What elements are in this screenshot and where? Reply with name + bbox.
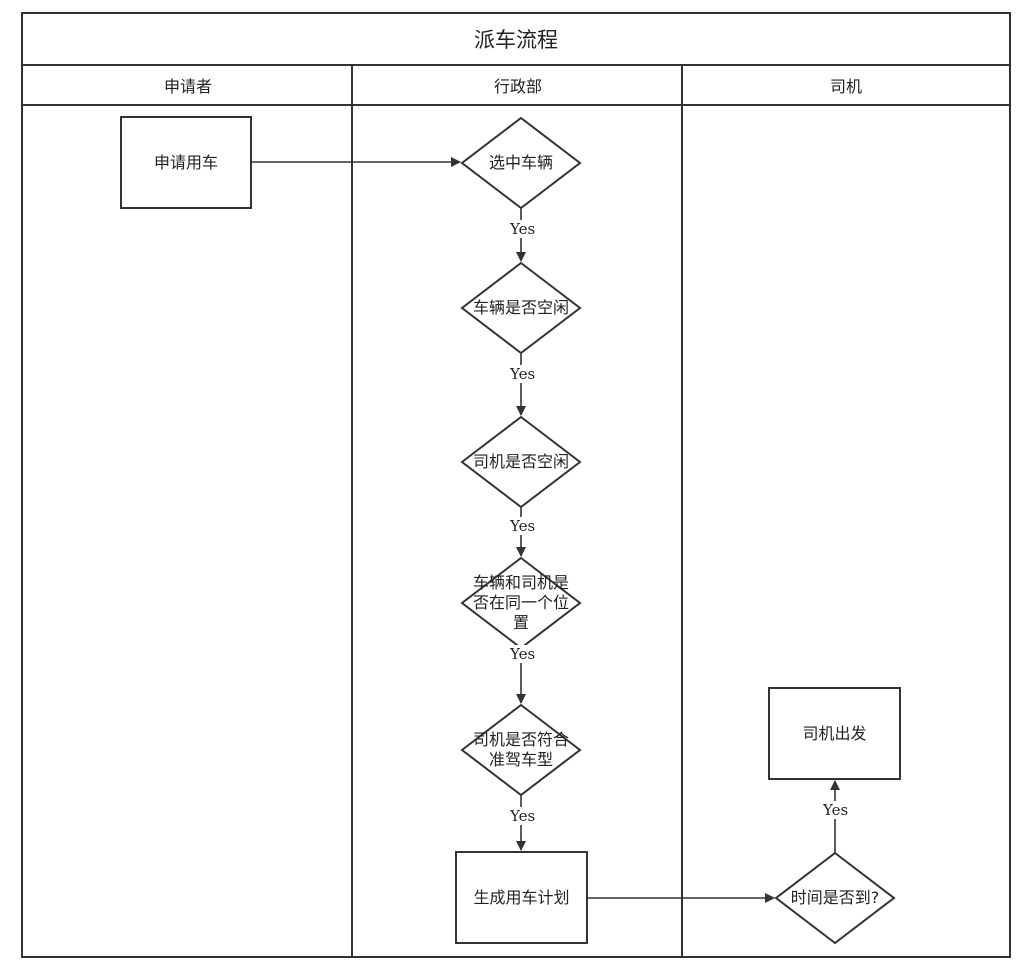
process-driver-depart: 司机出发 [768,687,901,780]
node-label: 生成用车计划 [473,887,570,907]
process-generate-plan: 生成用车计划 [455,851,588,944]
edge-label-yes: Yes [508,517,538,535]
node-label: 车辆是否空闲 [472,298,569,317]
swimlane-frame: 派车流程 申请者 行政部 司机 [21,12,1011,958]
lane-header-driver: 司机 [683,66,1009,106]
edge-label-yes: Yes [508,365,538,383]
edge-label-yes: Yes [508,220,538,238]
node-label: 司机出发 [802,723,867,743]
node-label: 车辆和司机是否在同一个位置 [472,573,569,632]
diagram-title: 派车流程 [23,14,1009,66]
decision-same-location: 车辆和司机是否在同一个位置 [469,571,573,635]
lane-divider [351,66,353,956]
lane-header-applicant: 申请者 [23,66,353,106]
lane-divider [681,66,683,956]
node-label: 选中车辆 [488,153,553,172]
node-label: 时间是否到? [790,888,880,907]
node-label: 司机是否空闲 [472,452,569,471]
node-label: 司机是否符合准驾车型 [472,730,569,769]
decision-vehicle-free: 车辆是否空闲 [469,276,573,340]
node-label: 申请用车 [153,152,218,172]
edge-label-yes: Yes [508,645,538,663]
process-apply-car: 申请用车 [120,116,252,209]
decision-shape [774,851,896,945]
edge-label-yes: Yes [508,807,538,825]
decision-time-arrived: 时间是否到? [790,866,880,930]
decision-select-vehicle: 选中车辆 [469,131,573,195]
edge-label-yes: Yes [821,801,851,819]
decision-license-match: 司机是否符合准驾车型 [469,718,573,782]
lane-header-admin: 行政部 [353,66,683,106]
decision-driver-free: 司机是否空闲 [469,430,573,494]
